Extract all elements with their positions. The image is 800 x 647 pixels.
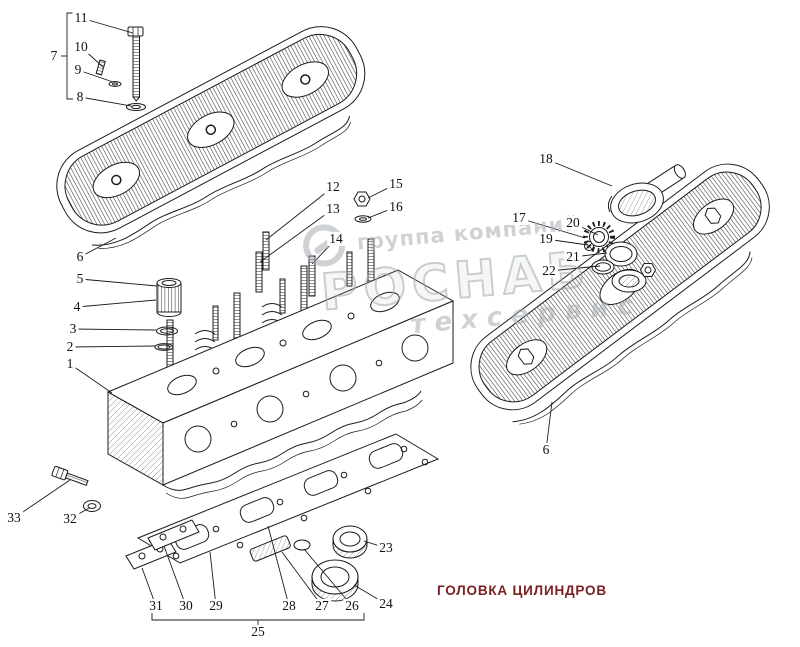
seal-large <box>311 559 359 602</box>
cover-bolt-pin <box>95 59 106 76</box>
spring-washer <box>108 81 122 87</box>
head-gasket <box>136 433 440 564</box>
valve-cover-left <box>56 26 366 249</box>
flat-washer <box>126 103 146 111</box>
figure-title: ГОЛОВКА ЦИЛИНДРОВ <box>437 583 607 598</box>
cover-bolt-assembly <box>95 26 146 111</box>
cylinder-head <box>106 238 455 499</box>
cover-bolt <box>704 207 722 224</box>
knurled-ring <box>583 221 615 253</box>
drain-bolt <box>51 465 89 487</box>
cover-bolt <box>517 348 535 365</box>
filler-neck <box>611 263 657 293</box>
studs-nut-washer <box>255 191 372 297</box>
seal-small <box>332 525 368 559</box>
bolt-washer <box>83 500 101 512</box>
nut <box>353 191 371 207</box>
